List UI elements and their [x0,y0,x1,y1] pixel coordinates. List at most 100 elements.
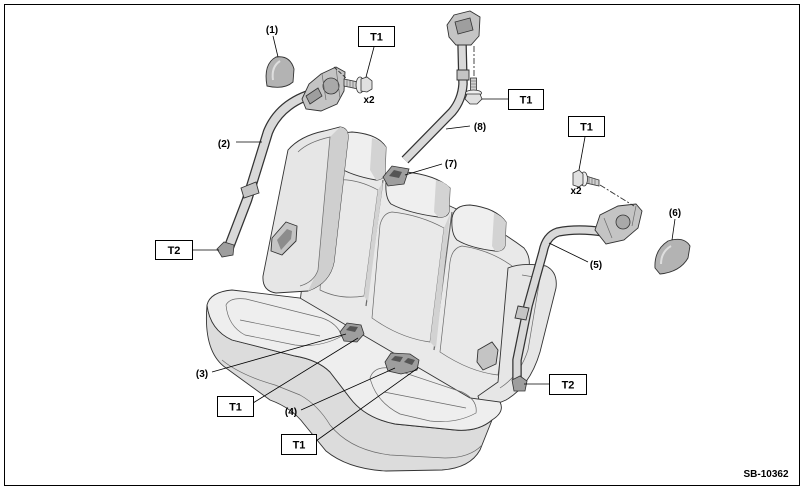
callout-part-5: (5) [590,260,602,271]
torque-box-frame [568,116,605,137]
seat-back-right-panel [439,245,513,376]
callout-part-1: (1) [266,25,278,36]
torque-box-frame [508,89,544,110]
seat-pad-left-stitch [239,319,321,337]
torque-box-frame [549,374,587,395]
center-upper-bolt [464,46,483,105]
quantity-left-bolts: x2 [363,95,375,106]
leader-t1-right-bolts [578,136,586,171]
torque-box-label: T2 [562,380,575,392]
torque-box-label: T1 [293,440,306,452]
seat-back-shadow-left [364,182,383,302]
torque-box-label: T1 [580,122,593,134]
torque-box-label: T2 [168,245,181,257]
left-retractor-spool [322,77,340,95]
leader-t1-left-bolts [365,46,375,78]
headrest-right-side [492,213,506,252]
center-belt-tongue [382,165,410,187]
right-retractor-detail [603,205,637,239]
callout-part-2: (2) [218,139,230,150]
center-bolt-head [464,93,483,105]
headrest-left-side [370,138,386,180]
left-belt-guide-slot [277,229,292,250]
buckle-3-slot [346,326,358,332]
right-retractor-cover [654,238,691,275]
right-belt-lower-anchor [511,375,528,392]
right-bolt-shank [585,175,600,187]
torque-box-right-anchor: T2 [549,374,587,395]
right-bolt-threads [588,177,596,185]
center-bolt-threads [470,80,477,88]
buckle-4-slot-a [391,356,403,362]
left-bolt-threads [346,80,354,88]
torque-box-label: T1 [370,32,383,44]
callout-part-3: (3) [196,369,208,380]
left-belt-stopper [240,181,260,199]
leader-part-1 [272,35,279,58]
center-seat-belt [382,10,481,187]
seat-back-center-panel [371,211,445,343]
seat-cushion-top [206,289,502,431]
seat-cushion-lower-seam-right [329,424,483,459]
seat-pad-right-stitch [383,391,467,409]
torque-box-label: T1 [520,95,533,107]
figure-frame [4,4,800,486]
torque-boxes: T1 T1 T1 T1 T1 T2 T2 [155,26,605,455]
torque-box-frame [217,396,254,417]
callout-part-8: (8) [474,122,486,133]
right-retractor-spool [615,214,631,230]
left-seat-belt [216,66,346,258]
callout-part-7: (7) [445,159,457,170]
headrest-right [451,204,507,252]
center-belt-stopper [456,69,470,81]
center-belt-webbing [402,42,467,163]
left-belt-retractor [301,66,346,112]
right-belt-stopper [514,305,530,321]
tongue-slot [389,170,402,178]
right-cover-body [654,238,691,275]
center-retractor-detail [454,17,474,35]
right-belt-webbing [513,226,605,382]
torque-box-frame [358,26,395,47]
callout-part-6: (6) [669,208,681,219]
left-cover-highlight [271,60,281,81]
left-side-trim-shadow [308,127,349,291]
torque-box-right-bolts: T1 [568,116,605,137]
torque-box-left-bolts: T1 [358,26,395,47]
torque-box-left-anchor: T2 [155,240,193,260]
left-side-trim [262,126,349,294]
leader-part-7 [404,163,443,176]
headrest-center-side [434,180,450,218]
center-belt-retractor [446,10,481,46]
leader-lines [192,35,676,442]
left-belt-lower-anchor [216,241,235,258]
right-bolt-dash-line [599,184,635,207]
right-belt-retractor [594,203,643,245]
seat-pad-right [369,367,477,422]
torque-box-frame [155,240,193,260]
seat-cushion [205,289,502,472]
right-cover-highlight [660,245,672,265]
leader-part-8 [445,125,471,130]
seat-cushion-lower-seam-left [221,359,331,426]
left-bolt-dash-line [333,66,347,79]
left-retractor-detail [321,67,341,101]
right-bolt-head [572,169,584,188]
quantity-right-bolts: x2 [570,186,582,197]
left-retractor-cover [265,56,295,88]
buckle-3 [339,322,365,343]
seat-back-shadow-center [430,214,450,348]
leader-t1-buckle-4 [315,367,419,442]
torque-box-buckle-3: T1 [217,396,254,417]
leader-t1-buckle-3 [252,337,359,404]
callout-labels: (1) (2) (3) (4) (5) (6) (7) (8) x2 x2 [196,25,681,418]
torque-box-frame [281,434,317,455]
torque-box-buckle-4: T1 [281,434,317,455]
right-seat-belt [511,203,643,392]
left-side-trim-seam [297,136,331,287]
figure-code: SB-10362 [743,469,788,480]
torque-box-label: T1 [229,402,242,414]
leader-part-4 [300,367,396,411]
callout-part-4: (4) [285,407,297,418]
